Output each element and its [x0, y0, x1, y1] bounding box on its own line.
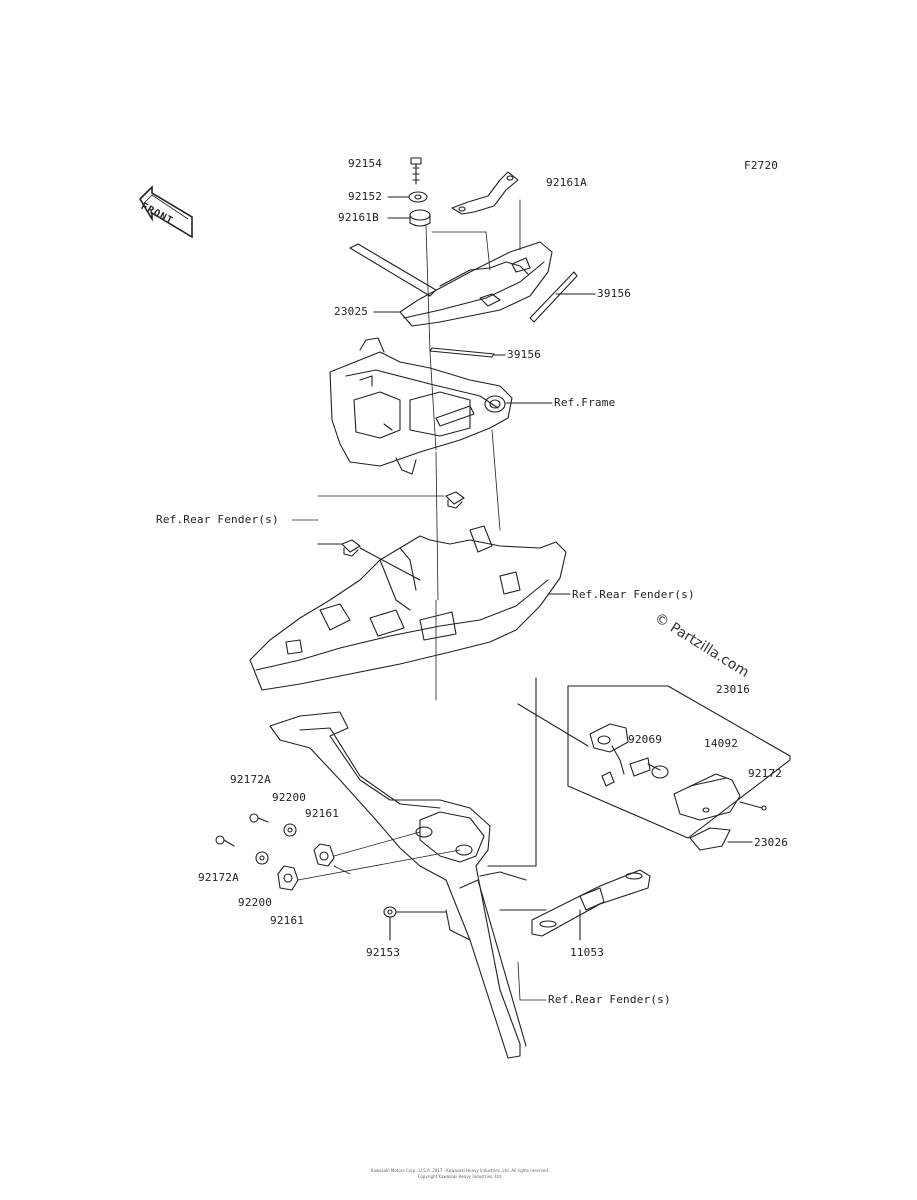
label-92200-top: 92200 — [272, 791, 307, 804]
label-11053: 11053 — [570, 946, 605, 959]
screw-92172A-bottom — [215, 835, 235, 847]
label-92161A: 92161A — [546, 176, 587, 189]
label-92172A-bottom: 92172A — [198, 871, 239, 884]
tail-lamp-group-23016 — [487, 677, 791, 867]
bulb-92069 — [629, 757, 669, 779]
washer-92152 — [387, 191, 428, 203]
label-ref-frame: Ref.Frame — [554, 396, 616, 409]
washer-92200-bottom — [255, 851, 269, 865]
label-92069: 92069 — [628, 733, 663, 746]
label-92154: 92154 — [348, 157, 383, 170]
rear-cowl-23025 — [349, 241, 553, 327]
label-23026: 23026 — [754, 836, 789, 849]
footer-line-1: Kawasaki Motors Corp., U.S.A. 2017 · Kaw… — [370, 1168, 550, 1173]
label-ref-rear-fender-2: Ref.Rear Fender(s) — [572, 588, 695, 601]
fender-bracket — [269, 711, 527, 1059]
label-92152: 92152 — [348, 190, 383, 203]
label-39156-lower: 39156 — [507, 348, 542, 361]
clip-nut-upper — [445, 491, 465, 509]
plate-bracket-11053 — [499, 869, 651, 941]
label-23016: 23016 — [716, 683, 751, 696]
rear-frame — [329, 337, 553, 475]
front-direction-badge: FRONT — [138, 183, 194, 241]
label-ref-rear-fender-3: Ref.Rear Fender(s) — [548, 993, 671, 1006]
label-14092: 14092 — [704, 737, 739, 750]
label-92161-bottom: 92161 — [270, 914, 305, 927]
bolt-92154 — [410, 157, 422, 185]
grommet-92161-bottom — [277, 865, 299, 891]
footer-line-2: Copyright Kawasaki Heavy Industries, Ltd… — [417, 1174, 503, 1179]
label-92153: 92153 — [366, 946, 401, 959]
washer-92153 — [383, 906, 447, 941]
rear-fender-inner — [249, 525, 571, 691]
label-92161B: 92161B — [338, 211, 379, 224]
washer-92200-top — [283, 823, 297, 837]
label-92200-bottom: 92200 — [238, 896, 273, 909]
label-92172: 92172 — [748, 767, 783, 780]
strip-39156-lower — [429, 347, 506, 358]
label-ref-rear-fender-1: Ref.Rear Fender(s) — [156, 513, 279, 526]
screw-92172 — [739, 801, 767, 811]
front-arrow-icon — [138, 185, 193, 239]
lamp-housing-14092 — [673, 773, 741, 821]
lens-23026 — [689, 827, 753, 851]
leader-lines — [291, 519, 547, 1001]
label-92172A-top: 92172A — [230, 773, 271, 786]
grommet-92161-top — [313, 843, 335, 867]
label-39156-upper: 39156 — [597, 287, 632, 300]
diagram-code: F2720 — [744, 159, 779, 172]
screw-92172A-top — [249, 813, 269, 823]
strip-39156-upper — [529, 271, 596, 323]
clip-nut-left — [317, 539, 421, 581]
label-92161-top: 92161 — [305, 807, 340, 820]
socket — [589, 723, 629, 787]
label-23025: 23025 — [334, 305, 369, 318]
bracket-92161A — [451, 171, 519, 215]
grommet-92161B — [387, 209, 431, 227]
hardware-guide-lines — [297, 831, 461, 881]
guide-lines-upper — [317, 199, 521, 601]
